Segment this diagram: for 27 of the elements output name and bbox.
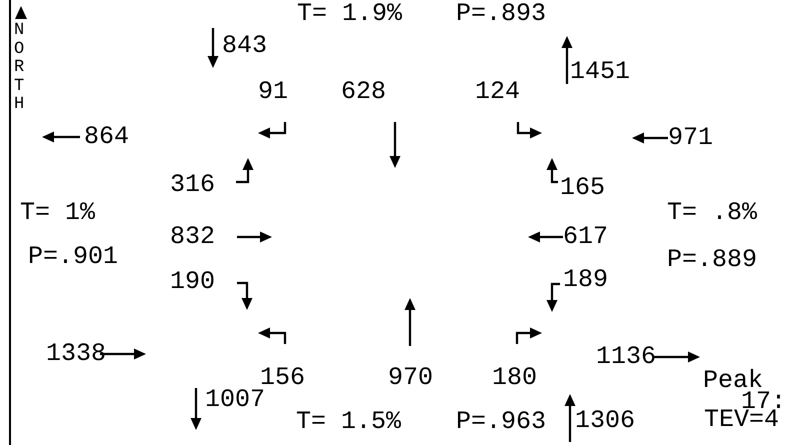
count-label: T= 1.9% <box>297 1 402 27</box>
count-label: 864 <box>84 124 130 150</box>
count-label: 617 <box>563 224 608 250</box>
count-label: P=.963 <box>456 409 546 435</box>
count-label: T= .8% <box>667 200 758 226</box>
count-label: 189 <box>563 267 608 293</box>
count-label: 1338 <box>46 341 106 367</box>
count-label: 971 <box>668 125 714 151</box>
count-label: 970 <box>388 365 434 391</box>
count-label: 843 <box>222 33 268 59</box>
count-label: P=.889 <box>667 247 758 273</box>
count-label: 628 <box>341 79 386 105</box>
count-label: 1451 <box>570 59 630 85</box>
count-label: T= 1.5% <box>296 409 402 435</box>
count-label: P=.893 <box>456 1 546 27</box>
count-label: 316 <box>170 172 216 198</box>
count-label: T= 1% <box>20 200 96 226</box>
count-label: 165 <box>560 175 606 201</box>
count-label: 190 <box>170 269 216 295</box>
count-label: 124 <box>475 79 520 105</box>
count-label: 180 <box>492 365 538 391</box>
count-label: 91 <box>258 79 288 105</box>
count-label: 1136 <box>596 344 656 370</box>
north-label: NORTH <box>14 22 26 114</box>
count-label: 832 <box>170 224 216 250</box>
count-label: P=.901 <box>28 244 118 270</box>
count-label: 1306 <box>575 408 636 434</box>
